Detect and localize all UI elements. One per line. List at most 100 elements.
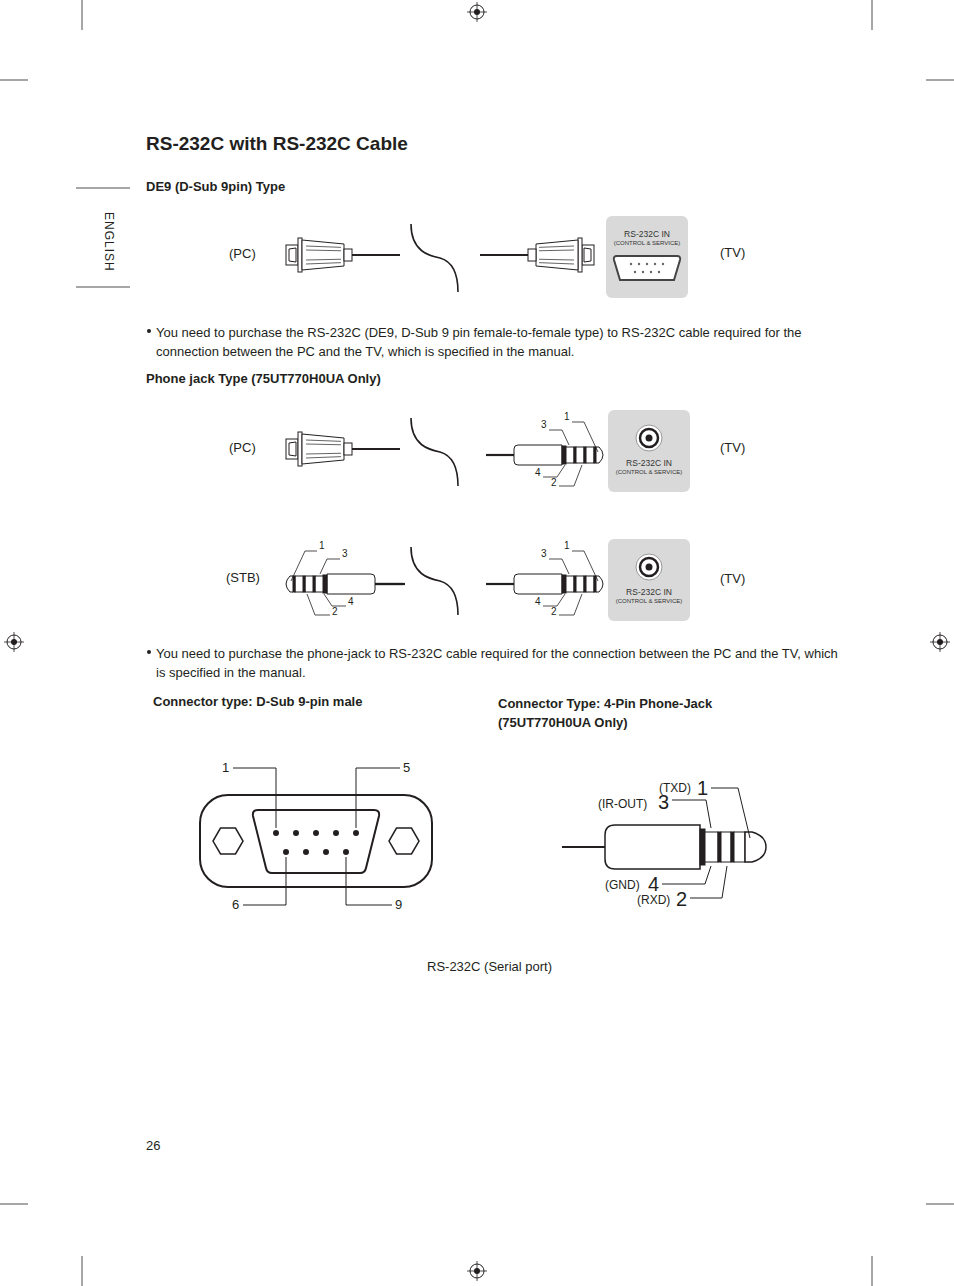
pin bbox=[343, 849, 349, 855]
jack-insulator bbox=[700, 829, 705, 865]
jack-body bbox=[605, 825, 700, 869]
leader-line bbox=[662, 866, 711, 884]
port-panel: RS-232C IN(CONTROL & SERVICE) bbox=[608, 410, 690, 492]
pin-number: 4 bbox=[648, 872, 659, 896]
plug-groove bbox=[306, 457, 341, 458]
cable bbox=[350, 254, 400, 256]
pin-number: 9 bbox=[395, 897, 402, 913]
jack-insulator bbox=[323, 575, 327, 593]
leader-line bbox=[559, 465, 582, 486]
plug-front bbox=[582, 245, 594, 265]
cable bbox=[480, 254, 530, 256]
plug-groove bbox=[306, 440, 341, 441]
plug-groove bbox=[306, 263, 341, 264]
plug-d-face bbox=[289, 442, 296, 456]
mounting-hex bbox=[213, 828, 243, 854]
leader-line bbox=[572, 551, 598, 581]
bullet-dot bbox=[147, 329, 151, 333]
plug-groove bbox=[539, 250, 574, 252]
pin bbox=[353, 830, 359, 836]
plug-groove bbox=[306, 444, 341, 446]
pin-number: 4 bbox=[535, 596, 541, 608]
socket-hole bbox=[634, 271, 636, 273]
plug-front bbox=[286, 245, 298, 265]
leader-line bbox=[543, 594, 565, 606]
jack-tip bbox=[745, 832, 766, 862]
signal-name: (RXD) bbox=[637, 893, 670, 907]
pin-number: 3 bbox=[342, 548, 348, 560]
pin-number: 4 bbox=[348, 596, 354, 608]
pin-number: 1 bbox=[222, 760, 229, 776]
registration-cross bbox=[477, 1261, 478, 1281]
pin bbox=[293, 830, 299, 836]
plug-groove bbox=[306, 453, 341, 455]
strain-relief bbox=[344, 443, 352, 455]
cable bbox=[486, 583, 514, 585]
note-text: You need to purchase the RS-232C (DE9, D… bbox=[156, 323, 846, 361]
bullet-dot bbox=[147, 650, 151, 654]
device-label: (TV) bbox=[720, 440, 745, 456]
pin-number: 3 bbox=[658, 790, 669, 814]
plug-groove bbox=[306, 259, 341, 261]
leader-line bbox=[320, 559, 340, 574]
section-heading: DE9 (D-Sub 9pin) Type bbox=[146, 179, 285, 195]
port-panel: RS-232C IN(CONTROL & SERVICE) bbox=[606, 216, 688, 298]
plug-groove bbox=[539, 263, 574, 264]
crop-mark bbox=[926, 80, 954, 81]
connector-heading: Connector Type: 4-Pin Phone-Jack (75UT77… bbox=[498, 694, 768, 732]
registration-cross bbox=[940, 632, 941, 652]
phone-jack bbox=[486, 422, 603, 486]
signal-name: (IR-OUT) bbox=[598, 797, 647, 811]
pin-number: 2 bbox=[676, 887, 687, 911]
socket-hole bbox=[662, 263, 664, 265]
strain-relief bbox=[528, 249, 536, 261]
jack-ring bbox=[705, 832, 718, 862]
mounting-hex bbox=[389, 828, 419, 854]
jack-socket bbox=[636, 425, 662, 451]
socket-hole bbox=[638, 263, 640, 265]
cable bbox=[350, 448, 400, 450]
jack-ring bbox=[566, 576, 574, 592]
pin-number: 1 bbox=[319, 540, 325, 552]
leader-line bbox=[356, 768, 400, 828]
pin-number: 3 bbox=[541, 419, 547, 431]
pin-number: 1 bbox=[564, 540, 570, 552]
cable-break bbox=[411, 418, 458, 486]
pin bbox=[323, 849, 329, 855]
plug-groove bbox=[539, 259, 574, 261]
pin-number: 5 bbox=[403, 760, 410, 776]
phone-jack bbox=[486, 551, 603, 615]
crop-mark bbox=[82, 1256, 83, 1286]
plug-groove bbox=[306, 250, 341, 252]
crop-mark bbox=[82, 0, 83, 30]
leader-line bbox=[307, 594, 330, 615]
plug-flange bbox=[578, 238, 582, 272]
dsub-shell bbox=[200, 795, 432, 887]
device-label: (PC) bbox=[229, 246, 256, 262]
leader-line bbox=[291, 551, 317, 581]
signal-name: (GND) bbox=[605, 878, 640, 892]
port-name: RS-232C IN bbox=[626, 588, 672, 598]
jack-socket-hole bbox=[646, 564, 653, 571]
jack-ring bbox=[315, 576, 323, 592]
crop-mark bbox=[926, 1204, 954, 1205]
jack-ring bbox=[586, 447, 594, 463]
pin-number: 1 bbox=[564, 411, 570, 423]
socket-hole bbox=[646, 263, 648, 265]
db9-plug bbox=[286, 238, 400, 272]
connector-heading: Connector type: D-Sub 9-pin male bbox=[153, 694, 362, 710]
jack-insulator bbox=[562, 575, 566, 593]
plug-front bbox=[286, 439, 298, 459]
leader-line bbox=[549, 559, 569, 574]
leader-line bbox=[690, 866, 727, 898]
page-number: 26 bbox=[146, 1138, 160, 1154]
pin-number: 2 bbox=[551, 477, 557, 489]
plug-d-face bbox=[289, 248, 296, 262]
note-text: You need to purchase the phone-jack to R… bbox=[156, 644, 846, 682]
figure-caption: RS-232C (Serial port) bbox=[427, 959, 552, 975]
plug-flange bbox=[298, 238, 302, 272]
jack-body bbox=[514, 445, 562, 465]
port-function: (CONTROL & SERVICE) bbox=[614, 240, 681, 247]
jack-body bbox=[327, 574, 375, 594]
pin-number: 4 bbox=[535, 467, 541, 479]
